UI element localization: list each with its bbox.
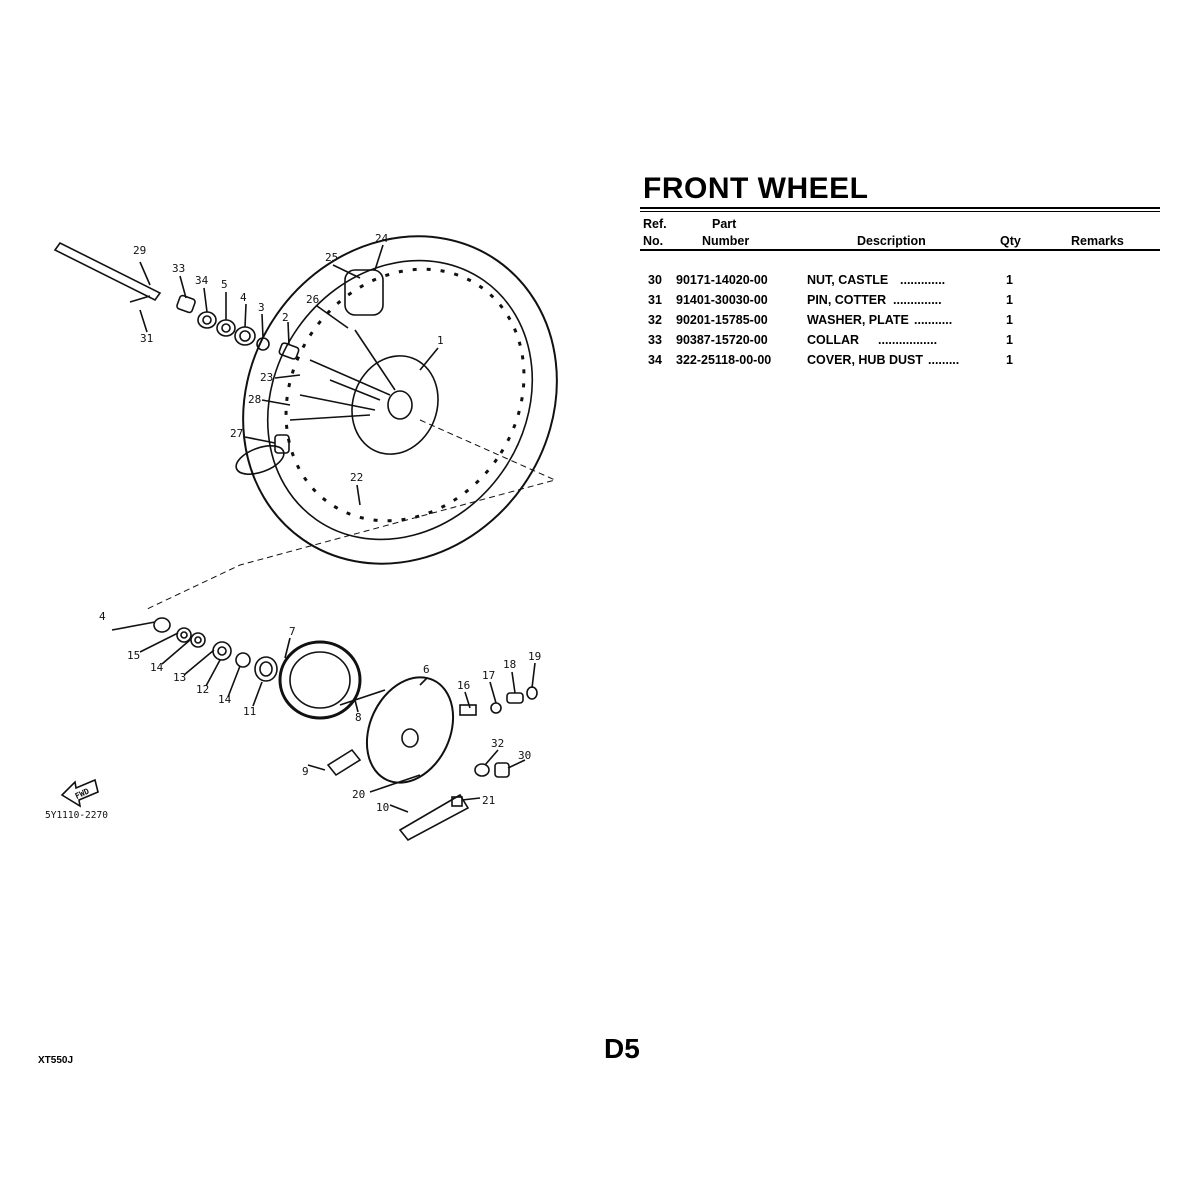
ref-no: 34	[648, 353, 662, 367]
callout: 11	[243, 705, 256, 718]
qty: 1	[1006, 353, 1013, 367]
callout: 17	[482, 669, 495, 682]
callout: 27	[230, 427, 243, 440]
part-number: 91401-30030-00	[676, 293, 768, 307]
header-remarks: Remarks	[1071, 234, 1124, 248]
callout: 22	[350, 471, 363, 484]
callout: 28	[248, 393, 261, 406]
callout: 23	[260, 371, 273, 384]
description: NUT, CASTLE	[807, 273, 889, 287]
header-part: Part	[712, 217, 737, 231]
callout: 24	[375, 232, 389, 245]
leader-dots: ...........	[914, 313, 953, 327]
drawing-code: 5Y1110-2270	[45, 810, 108, 821]
callout: 33	[172, 262, 185, 275]
callout: 8	[355, 711, 362, 724]
ref-no: 31	[648, 293, 662, 307]
page-title: FRONT WHEEL	[643, 172, 869, 205]
leader-dots: ..............	[893, 293, 942, 307]
callout: 13	[173, 671, 186, 684]
callout: 4	[240, 291, 247, 304]
description: WASHER, PLATE	[807, 313, 909, 327]
qty: 1	[1006, 273, 1013, 287]
ref-no: 33	[648, 333, 662, 347]
callout: 2	[282, 311, 289, 324]
callout: 15	[127, 649, 140, 662]
callout: 26	[306, 293, 319, 306]
part-number: 322-25118-00-00	[676, 353, 772, 367]
callout: 16	[457, 679, 470, 692]
callout: 9	[302, 765, 309, 778]
callout: 4	[99, 610, 106, 623]
title-rule	[640, 207, 1160, 209]
exploded-parts-diagram: 29 33 34 5 4 3 2 31 24 25 26 1 23 28 27 …	[45, 232, 558, 842]
callout: 19	[528, 650, 541, 663]
callout: 32	[491, 737, 504, 750]
callout: 6	[423, 663, 430, 676]
title-rule	[640, 211, 1160, 212]
leader-dots: .................	[878, 333, 938, 347]
callout: 10	[376, 801, 389, 814]
page-number: D5	[604, 1033, 640, 1064]
callout: 29	[133, 244, 146, 257]
header-number: Number	[702, 234, 750, 248]
callout: 30	[518, 749, 531, 762]
callout: 21	[482, 794, 495, 807]
qty: 1	[1006, 313, 1013, 327]
header-description: Description	[857, 234, 926, 248]
header-rule	[640, 249, 1160, 251]
header-no: No.	[643, 234, 664, 248]
header-ref: Ref.	[643, 217, 667, 231]
callout: 18	[503, 658, 516, 671]
callout: 3	[258, 301, 265, 314]
callout: 7	[289, 625, 296, 638]
callout: 25	[325, 251, 338, 264]
callout-labels: 29 33 34 5 4 3 2 31 24 25 26 1 23 28 27 …	[45, 232, 541, 821]
part-number: 90171-14020-00	[676, 273, 768, 287]
part-number: 90201-15785-00	[676, 313, 768, 327]
callout: 5	[221, 278, 228, 291]
part-number: 90387-15720-00	[676, 333, 768, 347]
callout: 34	[195, 274, 209, 287]
description: COLLAR	[807, 333, 860, 347]
callout: 14	[150, 661, 164, 674]
header-qty: Qty	[1000, 234, 1021, 248]
callout: 20	[352, 788, 365, 801]
ref-no: 32	[648, 313, 662, 327]
qty: 1	[1006, 333, 1013, 347]
description: PIN, COTTER	[807, 293, 887, 307]
callout: 1	[437, 334, 444, 347]
callout: 12	[196, 683, 209, 696]
qty: 1	[1006, 293, 1013, 307]
diagram-linework	[53, 235, 558, 842]
ref-no: 30	[648, 273, 662, 287]
leader-dots: .............	[900, 273, 946, 287]
model-code: XT550J	[38, 1055, 74, 1066]
leader-dots: .........	[928, 353, 960, 367]
description: COVER, HUB DUST	[807, 353, 923, 367]
callout: 31	[140, 332, 153, 345]
callout: 14	[218, 693, 232, 706]
